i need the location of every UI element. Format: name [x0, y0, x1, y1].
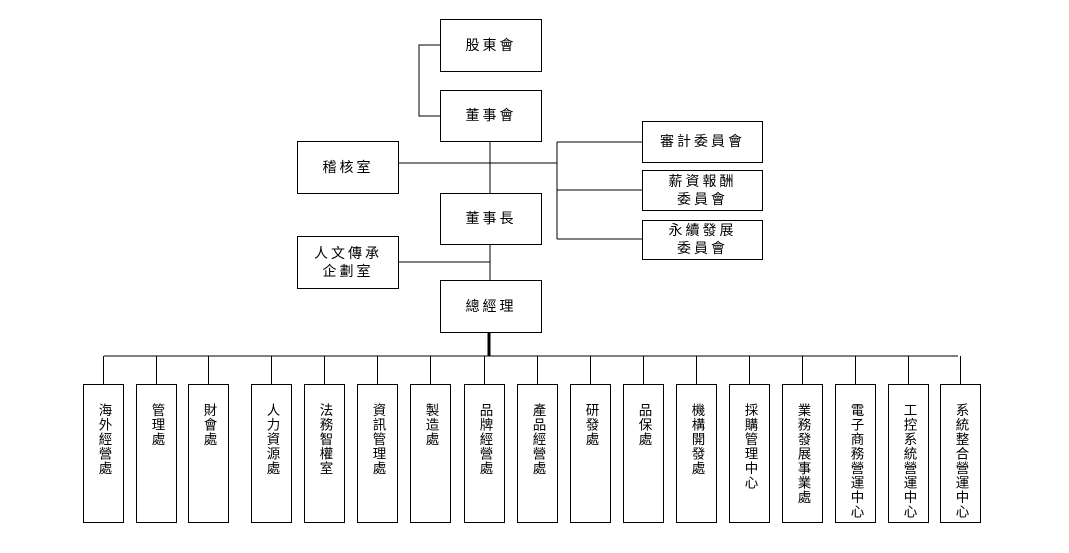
heritage-office-label: 人文傳承 企劃室: [314, 245, 382, 280]
department-box: 採購管理中心: [729, 384, 770, 523]
board-box: 董事會: [440, 90, 542, 142]
department-label: 產品經營處: [529, 403, 546, 476]
gm-label: 總經理: [465, 298, 517, 315]
department-label: 系統整合營運中心: [952, 403, 969, 519]
department-label: 電子商務營運中心: [847, 403, 864, 519]
sustain-committee-label: 永續發展 委員會: [668, 223, 737, 257]
shareholders-board-connector: [418, 44, 440, 117]
department-label: 製造處: [422, 403, 439, 447]
department-box: 系統整合營運中心: [940, 384, 981, 523]
department-label: 業務發展事業處: [794, 403, 811, 505]
heritage-office-box: 人文傳承 企劃室: [297, 236, 399, 289]
department-label: 採購管理中心: [741, 403, 758, 490]
comp-committee-label: 薪資報酬 委員會: [668, 173, 737, 208]
department-box: 海外經營處: [83, 384, 124, 523]
shareholders-box: 股東會: [440, 19, 542, 72]
gm-box: 總經理: [440, 280, 542, 333]
department-box: 法務智權室: [304, 384, 345, 523]
department-box: 財會處: [188, 384, 229, 523]
audit-office-label: 稽核室: [322, 159, 374, 176]
department-label: 機構開發處: [688, 403, 705, 476]
department-label: 人力資源處: [263, 403, 280, 476]
department-box: 資訊管理處: [357, 384, 398, 523]
department-box: 管理處: [136, 384, 177, 523]
department-label: 研發處: [582, 403, 599, 447]
department-box: 機構開發處: [676, 384, 717, 523]
department-box: 電子商務營運中心: [835, 384, 876, 523]
department-label: 海外經營處: [95, 403, 112, 476]
department-label: 品保處: [635, 403, 652, 447]
shareholders-label: 股東會: [465, 37, 517, 54]
department-box: 研發處: [570, 384, 611, 523]
department-box: 工控系統營運中心: [888, 384, 929, 523]
audit-office-box: 稽核室: [297, 141, 399, 194]
chairman-label: 董事長: [465, 211, 517, 227]
department-label: 財會處: [200, 403, 217, 447]
sustain-committee-box: 永續發展 委員會: [642, 220, 763, 260]
department-box: 產品經營處: [517, 384, 558, 523]
audit-committee-label: 審計委員會: [660, 134, 745, 150]
chairman-box: 董事長: [440, 193, 542, 245]
department-box: 品牌經營處: [464, 384, 505, 523]
department-label: 法務智權室: [316, 403, 333, 476]
department-label: 管理處: [148, 403, 165, 447]
department-label: 資訊管理處: [369, 403, 386, 476]
comp-committee-box: 薪資報酬 委員會: [642, 170, 763, 211]
department-label: 工控系統營運中心: [900, 403, 917, 519]
department-label: 品牌經營處: [476, 403, 493, 476]
audit-committee-box: 審計委員會: [642, 121, 763, 163]
department-box: 人力資源處: [251, 384, 292, 523]
department-box: 業務發展事業處: [782, 384, 823, 523]
board-label: 董事會: [465, 108, 517, 124]
department-box: 品保處: [623, 384, 664, 523]
department-box: 製造處: [410, 384, 451, 523]
